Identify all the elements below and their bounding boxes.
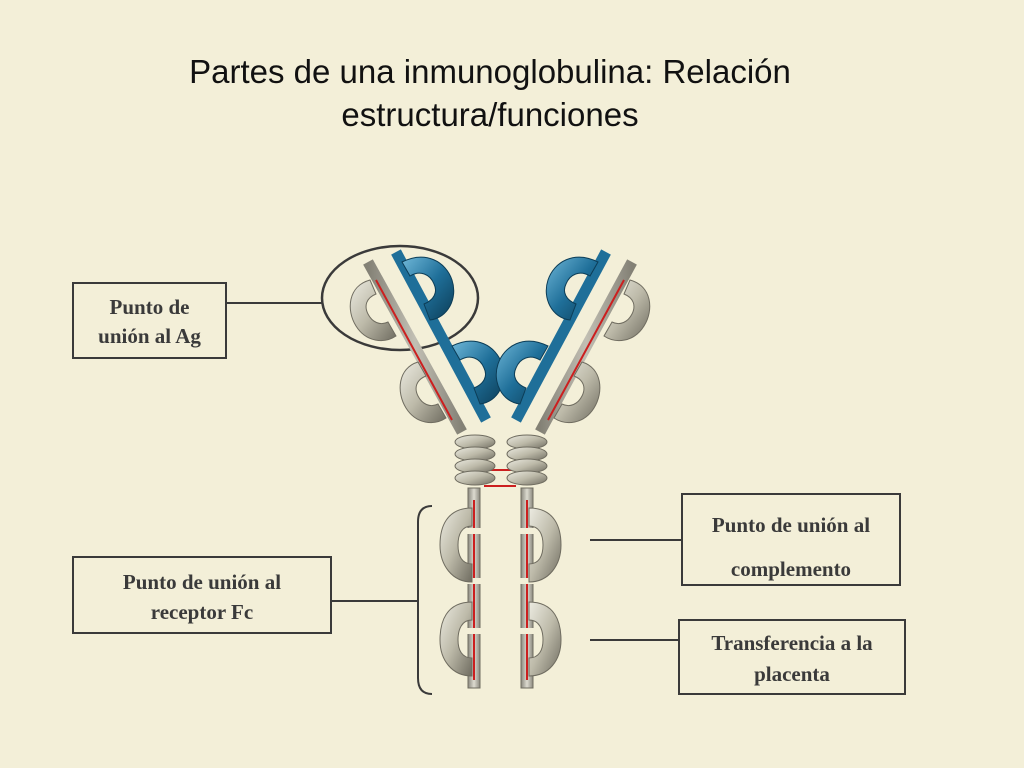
label-line: Punto de unión al [711, 513, 871, 537]
ch3-domain-right [528, 601, 562, 677]
ch3-domain-left [439, 601, 473, 677]
hinge-region [454, 434, 548, 487]
ch2-domain-right [528, 507, 562, 583]
complement-binding-site-label: Punto de unión al complemento [681, 493, 901, 586]
antigen-site-ellipse [320, 244, 480, 352]
antigen-binding-site-label: Punto de unión al Ag [72, 282, 227, 359]
slide-title: Partes de una inmunoglobulina: Relación … [0, 50, 980, 136]
title-line-1: Partes de una inmunoglobulina: Relación [189, 53, 791, 90]
fc-stem [466, 487, 535, 689]
ch2-domain-left [439, 507, 473, 583]
label-line: receptor Fc [150, 600, 254, 624]
label-line: unión al Ag [98, 324, 201, 348]
fab-arm-left [349, 249, 505, 435]
placental-transfer-label: Transferencia a la placenta [678, 619, 906, 695]
label-line: Punto de unión al [122, 570, 282, 594]
label-line: complemento [730, 557, 852, 581]
fab-arm-right [495, 249, 651, 435]
fc-region-brace [417, 505, 433, 695]
title-line-2: estructura/funciones [341, 96, 639, 133]
label-line: placenta [754, 662, 830, 686]
fc-receptor-site-label: Punto de unión al receptor Fc [72, 556, 332, 634]
label-line: Punto de [109, 295, 190, 319]
label-line: Transferencia a la [711, 631, 873, 655]
